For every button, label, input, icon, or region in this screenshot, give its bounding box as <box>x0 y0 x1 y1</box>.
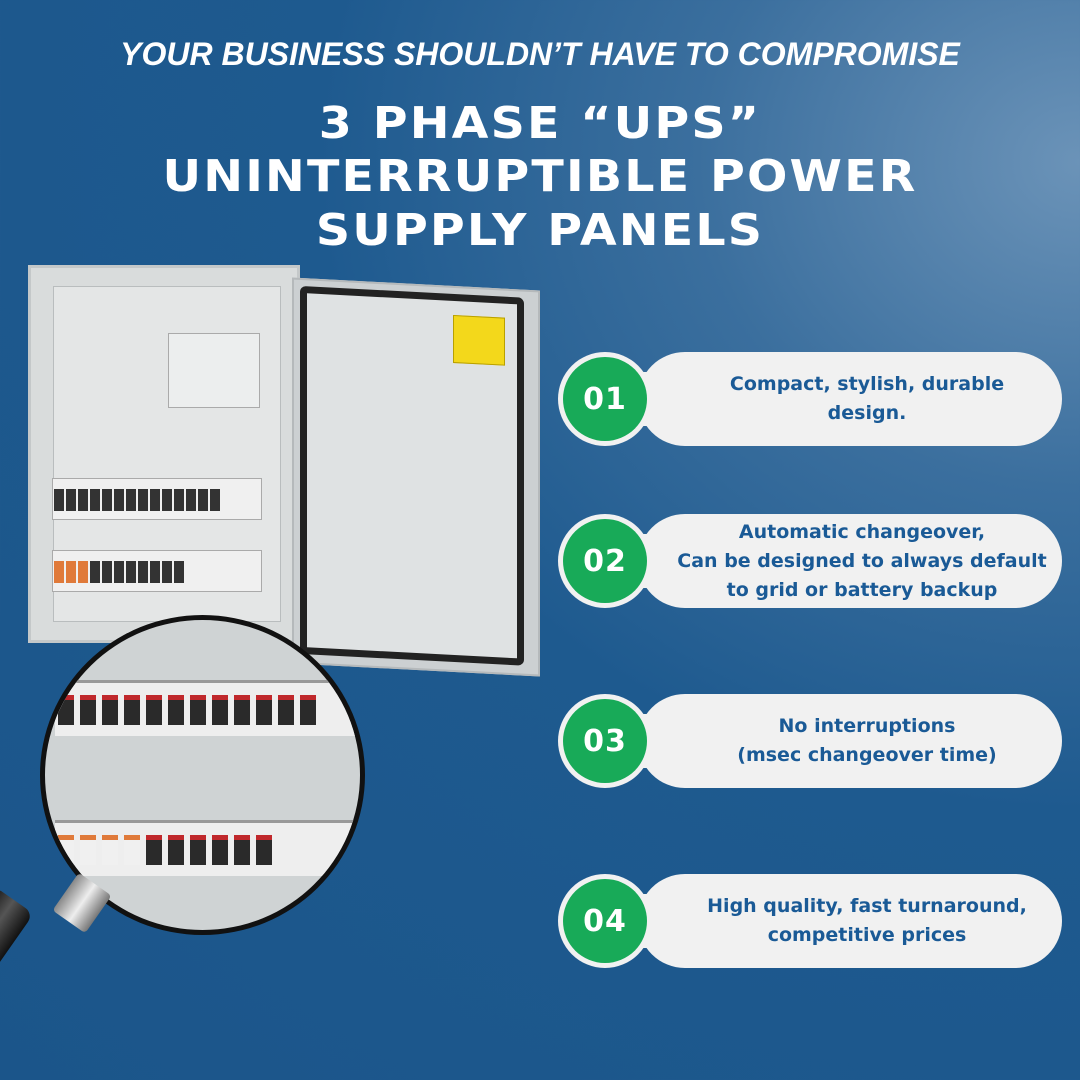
feature-text: design. <box>827 402 907 424</box>
cabinet-door <box>292 277 540 677</box>
warning-label <box>453 314 505 366</box>
magnifier-closeup <box>40 615 365 935</box>
feature-text: Automatic changeover, <box>738 520 986 543</box>
feature-number-badge: 03 <box>563 699 647 783</box>
heading-line-3: SUPPLY PANELS <box>315 205 765 256</box>
feature-text: Compact, stylish, durable <box>729 373 1005 395</box>
feature-04: 04 High quality, fast turnaround, competi… <box>558 874 1062 968</box>
feature-text: (msec changeover time) <box>737 744 997 766</box>
feature-number-badge: 04 <box>563 879 647 963</box>
heading-line-2: UNINTERRUPTIBLE POWER <box>162 151 918 202</box>
feature-number-badge: 02 <box>563 519 647 603</box>
cover-plate <box>168 333 260 408</box>
feature-02: 02 Automatic changeover, Can be designed … <box>558 514 1062 608</box>
feature-text: to grid or battery backup <box>726 578 998 601</box>
tagline: YOUR BUSINESS SHOULDN’T HAVE TO COMPROMI… <box>120 36 960 72</box>
breaker-row <box>52 478 262 520</box>
feature-text: Can be designed to always default <box>677 549 1047 572</box>
feature-01: 01 Compact, stylish, durable design. <box>558 352 1062 446</box>
feature-03: 03 No interruptions (msec changeover time… <box>558 694 1062 788</box>
feature-text: competitive prices <box>767 924 967 946</box>
feature-number-badge: 01 <box>563 357 647 441</box>
magnifier-handle <box>0 886 34 1062</box>
breaker-row <box>52 550 262 592</box>
heading-line-1: 3 PHASE “UPS” <box>318 98 762 149</box>
feature-text: High quality, fast turnaround, <box>707 895 1027 917</box>
feature-text: No interruptions <box>778 715 956 737</box>
